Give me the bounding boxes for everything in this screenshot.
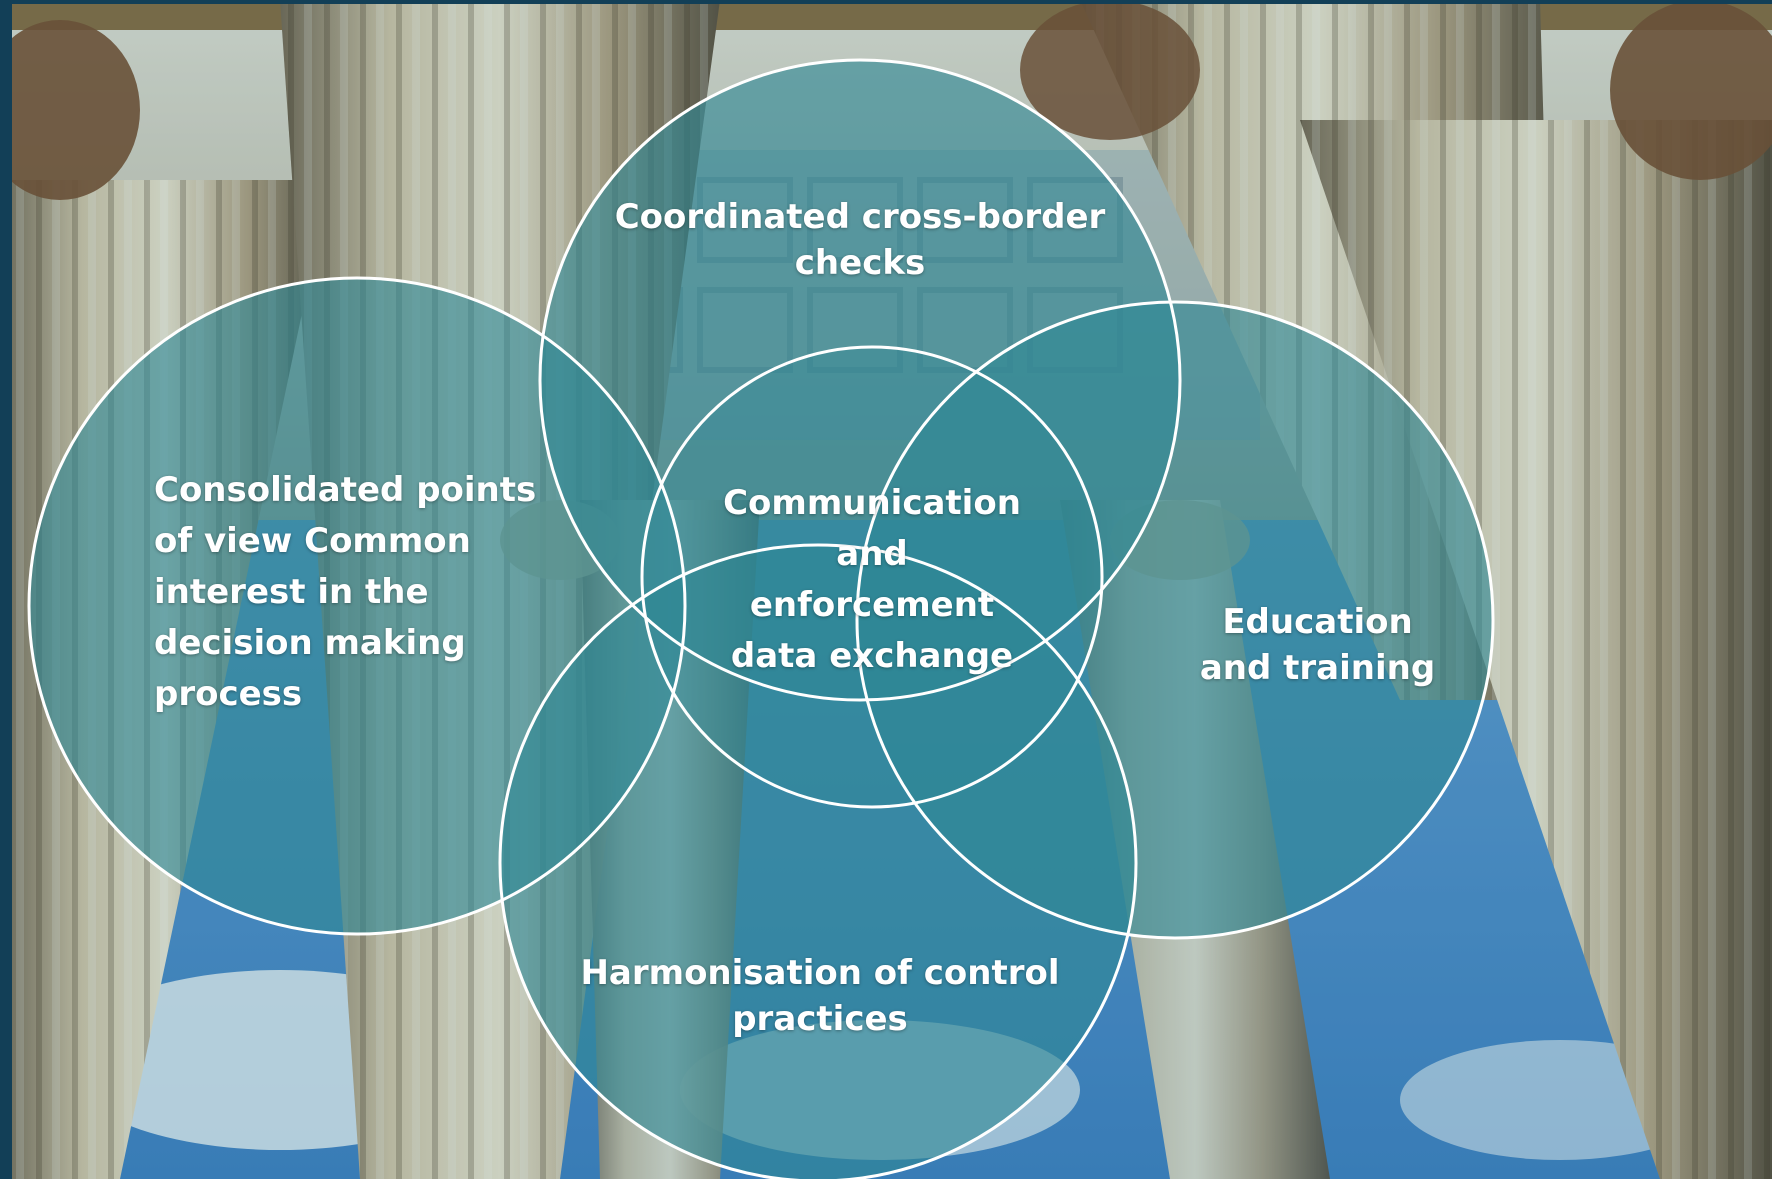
column-far-right [1300, 120, 1772, 1179]
label-line: Communication [723, 483, 1021, 523]
capital [1020, 0, 1200, 140]
slide-frame-left [0, 0, 12, 1179]
venn [29, 60, 1493, 1179]
circle-bottom [500, 545, 1136, 1179]
label-line: process [154, 674, 303, 714]
label-line: Education [1222, 602, 1413, 642]
label-line: enforcement [749, 585, 995, 625]
label-line: interest in the [154, 572, 429, 612]
label-line: data exchange [730, 636, 1014, 676]
label-line: of view Common [154, 521, 471, 561]
label-coordinated-checks: Coordinated cross-border checks [560, 194, 1160, 286]
label-line: Consolidated points [154, 470, 537, 510]
slide-frame-top [0, 0, 1772, 4]
label-consolidated-points: Consolidated points of view Common inter… [154, 465, 574, 720]
label-line: Coordinated cross-border [614, 197, 1106, 237]
label-communication: Communication and enforcement data excha… [672, 478, 1072, 682]
capital [0, 20, 140, 200]
label-line: practices [732, 999, 908, 1039]
label-line: checks [794, 243, 926, 283]
label-line: Harmonisation of control [580, 953, 1060, 993]
label-harmonisation: Harmonisation of control practices [540, 950, 1100, 1042]
label-line: decision making [154, 623, 466, 663]
venn-outlines [27, 58, 1495, 1179]
label-education-training: Education and training [1150, 599, 1485, 691]
label-line: and training [1199, 648, 1436, 688]
circle-center [642, 347, 1102, 807]
label-line: and [836, 534, 908, 574]
capital [1610, 0, 1772, 180]
